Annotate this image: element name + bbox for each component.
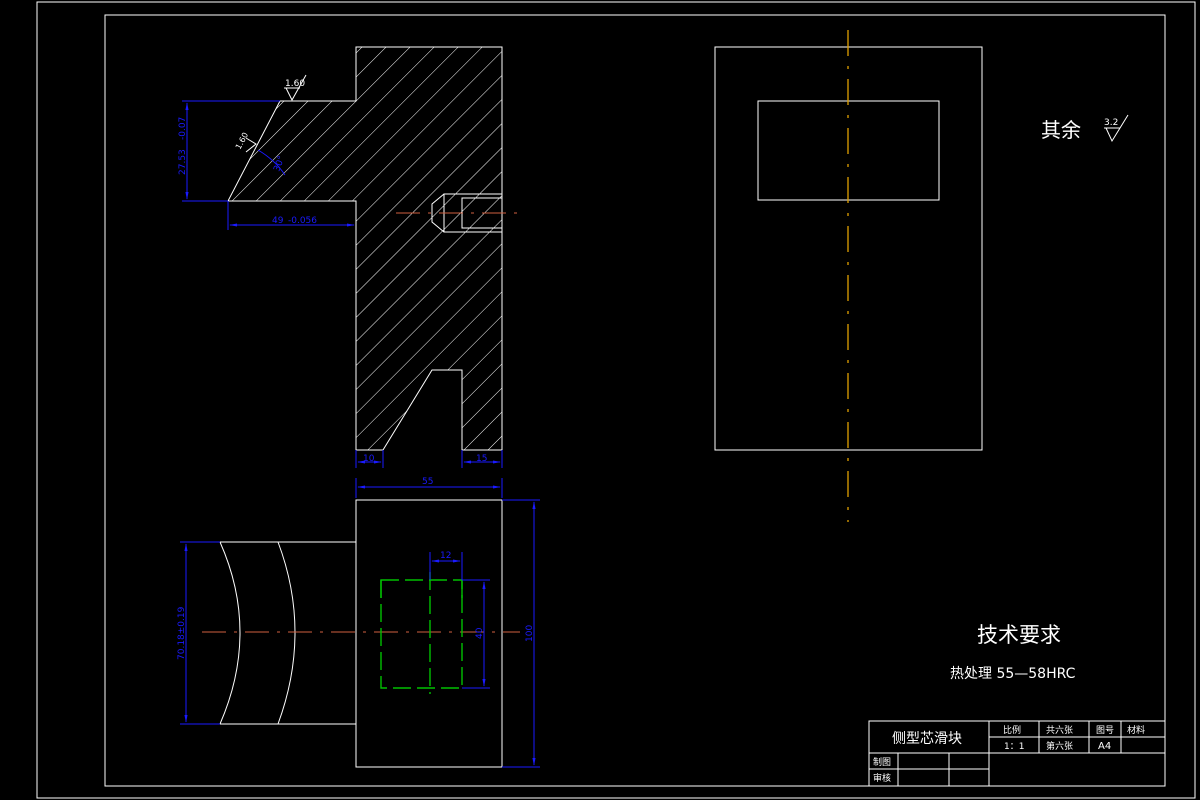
part-name: 侧型芯滑块 bbox=[892, 730, 962, 747]
roughness-slope: 1.60 bbox=[234, 131, 257, 153]
title-block: 侧型芯滑块 比例 1：1 共六张 第六张 图号 A4 材料 制图 审核 bbox=[868, 720, 1166, 787]
drill-tip bbox=[431, 193, 445, 233]
drawing-no-label: 图号 bbox=[1096, 725, 1114, 736]
svg-text:1.60: 1.60 bbox=[285, 79, 305, 89]
dim-27-53: 27.53 bbox=[178, 149, 188, 175]
drawn-label: 制图 bbox=[873, 756, 891, 768]
drawing-no-value: A4 bbox=[1098, 741, 1111, 752]
plan-body bbox=[355, 499, 503, 768]
svg-text:1.60: 1.60 bbox=[234, 131, 250, 151]
plan-arm bbox=[219, 541, 356, 725]
rest-label: 其余 bbox=[1041, 118, 1081, 142]
section-hatch-fill bbox=[228, 47, 502, 450]
sheet-outer-border bbox=[36, 1, 1196, 799]
material-label: 材料 bbox=[1127, 724, 1145, 736]
dim-55: 55 bbox=[422, 477, 433, 487]
section-dimensions: 27.53 -0.07 49 -0.056 30° 10 15 55 bbox=[178, 100, 503, 498]
rest-roughness-note: 其余 3.2 bbox=[1041, 114, 1129, 143]
side-view bbox=[714, 30, 983, 522]
hidden-pocket bbox=[380, 579, 463, 689]
dim-27-53-tol: -0.07 bbox=[178, 117, 188, 140]
sheet-inner-border bbox=[104, 14, 1166, 787]
svg-text:3.2: 3.2 bbox=[1104, 118, 1118, 128]
section-view bbox=[227, 46, 520, 451]
dim-15: 15 bbox=[476, 454, 487, 464]
dim-40: 40 bbox=[475, 627, 485, 639]
dim-10: 10 bbox=[363, 454, 375, 464]
dim-49-tol: -0.056 bbox=[288, 216, 317, 226]
dim-70-18: 70.18±0.19 bbox=[177, 606, 187, 660]
tech-requirements-title: 技术要求 bbox=[977, 623, 1061, 647]
scale-label: 比例 bbox=[1003, 724, 1021, 736]
sheets-total: 共六张 bbox=[1046, 724, 1073, 736]
checked-label: 审核 bbox=[873, 772, 891, 784]
plan-arm-arc2 bbox=[277, 541, 296, 725]
sheet-no: 第六张 bbox=[1046, 740, 1073, 752]
dim-12: 12 bbox=[440, 551, 451, 561]
roughness-top: 1.60 bbox=[284, 74, 307, 102]
dim-100: 100 bbox=[525, 625, 535, 642]
dim-49: 49 bbox=[272, 216, 284, 226]
scale-value: 1：1 bbox=[1004, 742, 1024, 752]
heat-treatment-note: 热处理 55—58HRC bbox=[950, 666, 1076, 682]
plan-view: 12 40 100 70.18±0.19 bbox=[177, 499, 540, 768]
